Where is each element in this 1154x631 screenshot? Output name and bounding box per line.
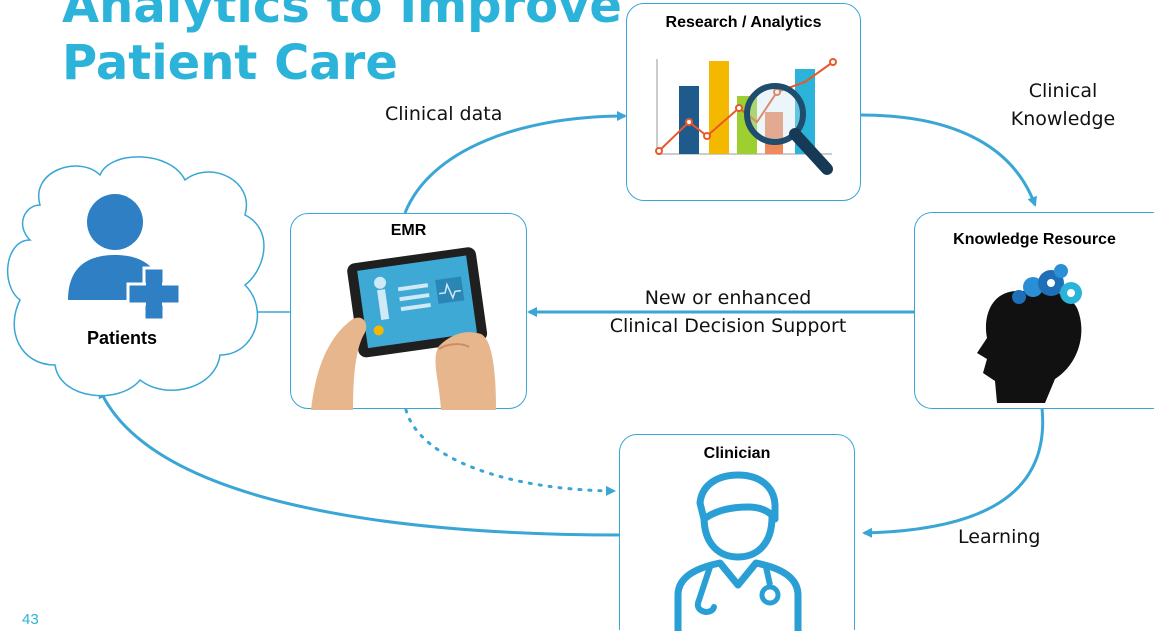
- head-gears-icon: [977, 264, 1082, 403]
- page-number: 43: [22, 611, 39, 628]
- label-cds-line1: New or enhanced: [644, 287, 812, 309]
- label-clinical-knowledge-line2: Knowledge: [1010, 108, 1116, 130]
- arrow-emr-to-clinician-dotted: [404, 408, 616, 496]
- label-clinical-knowledge: Clinical Knowledge: [1003, 77, 1123, 133]
- research-analytics-box: Research / Analytics: [626, 3, 861, 201]
- knowledge-label: Knowledge Resource: [953, 231, 1116, 248]
- emr-label: EMR: [390, 222, 427, 239]
- doctor-icon: [674, 471, 802, 631]
- label-clinical-data: Clinical data: [385, 103, 503, 125]
- tablet-hands-icon: [311, 247, 496, 410]
- clinician-label: Clinician: [703, 445, 771, 462]
- label-clinical-knowledge-line1: Clinical: [1028, 80, 1098, 102]
- patients-label: Patients: [87, 328, 158, 348]
- label-learning: Learning: [958, 526, 1041, 548]
- title-line-2: Patient Care: [62, 35, 398, 91]
- arrow-research-to-knowledge: [859, 113, 1037, 207]
- clinician-box: Clinician: [619, 434, 855, 631]
- research-label: Research / Analytics: [665, 14, 822, 31]
- arrow-clinician-to-patients: [98, 388, 623, 537]
- patients-node: Patients: [60, 190, 210, 360]
- title-line-1: Analytics to Improve: [62, 0, 622, 34]
- chart-magnifier-icon: [655, 58, 837, 175]
- label-cds: New or enhanced Clinical Decision Suppor…: [588, 284, 868, 340]
- arrow-emr-to-research: [403, 111, 627, 214]
- emr-box: EMR: [290, 213, 527, 410]
- patient-plus-icon: [68, 194, 182, 322]
- knowledge-resource-box: Knowledge Resource: [914, 212, 1154, 409]
- label-cds-line2: Clinical Decision Support: [609, 315, 847, 337]
- arrow-knowledge-to-clinician: [862, 407, 1045, 538]
- page-title: Analytics to Improve Patient Care: [62, 0, 622, 92]
